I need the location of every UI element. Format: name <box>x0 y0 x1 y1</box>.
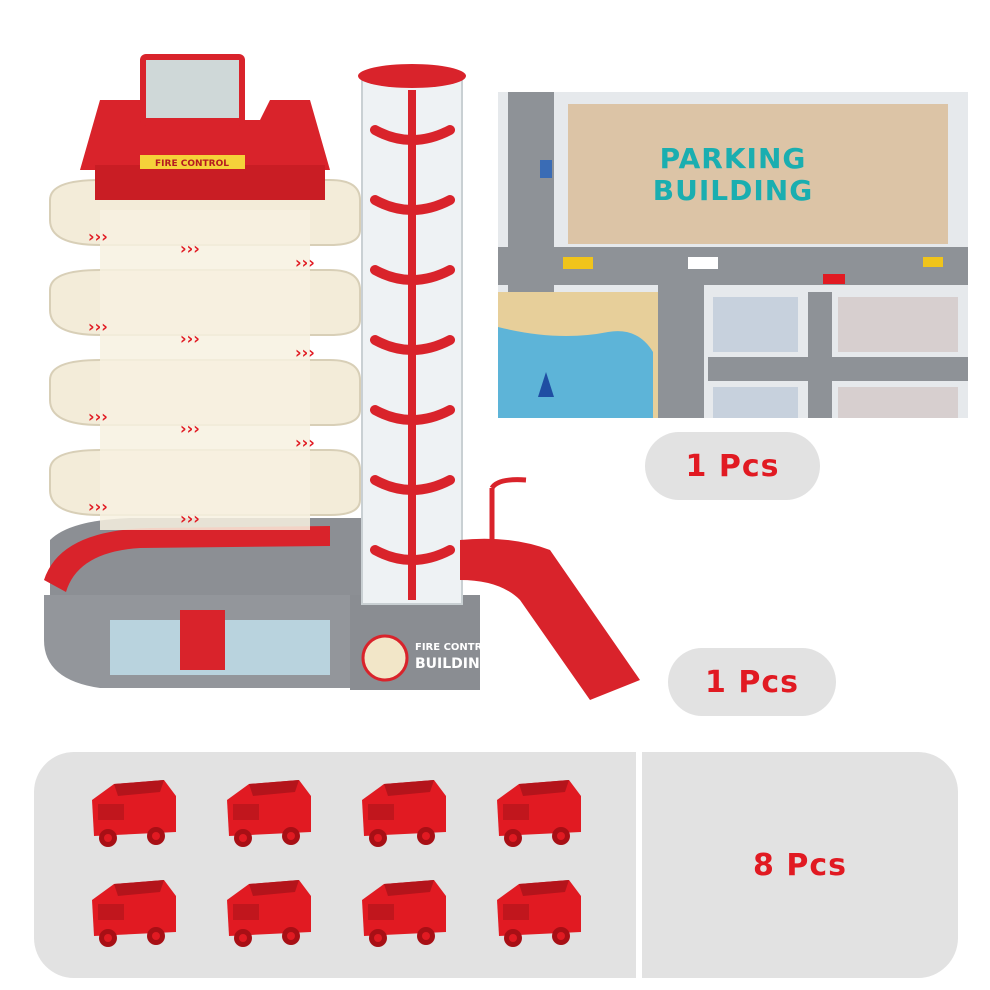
map-count-pill: 1 Pcs <box>645 432 820 500</box>
svg-text:›››: ››› <box>295 343 315 362</box>
base-sign-line1: FIRE CONTROL <box>415 642 498 653</box>
fire-control-tower-toy: ››› ››› ››› ››› ››› ››› ››› ››› ››› ››› ››› FIR… <box>30 40 650 710</box>
map-count: 1 Pcs <box>685 448 780 484</box>
map-title-line1: PARKING <box>659 142 807 175</box>
fire-truck-8-icon <box>497 880 581 947</box>
fire-truck-6-icon <box>227 880 311 947</box>
svg-text:›››: ››› <box>88 407 108 426</box>
cars-count: 8 Pcs <box>753 847 847 883</box>
svg-text:›››: ››› <box>88 317 108 336</box>
panel-divider <box>636 752 642 978</box>
parking-play-mat: PARKING BUILDING <box>498 92 968 418</box>
tower-illustration: ››› ››› ››› ››› ››› ››› ››› ››› ››› ››› ››› FIR… <box>44 54 640 700</box>
svg-text:›››: ››› <box>295 433 315 452</box>
svg-text:›››: ››› <box>88 227 108 246</box>
cars-count-area: 8 Pcs <box>642 752 958 978</box>
svg-text:›››: ››› <box>180 509 200 528</box>
map-illustration <box>498 92 968 418</box>
svg-text:›››: ››› <box>180 329 200 348</box>
base-sign-line2: BUILDING <box>415 656 491 672</box>
fire-truck-1-icon <box>92 780 176 847</box>
svg-text:›››: ››› <box>295 253 315 272</box>
map-title-line2: BUILDING <box>652 174 814 207</box>
svg-text:›››: ››› <box>180 239 200 258</box>
fire-truck-7-icon <box>362 880 446 947</box>
top-sign-label: FIRE CONTROL <box>155 159 229 169</box>
fire-trucks-grid <box>84 770 604 970</box>
tower-count-pill: 1 Pcs <box>668 648 836 716</box>
fire-truck-4-icon <box>497 780 581 847</box>
cars-panel: 8 Pcs <box>34 752 958 978</box>
svg-text:›››: ››› <box>88 497 108 516</box>
fire-truck-2-icon <box>227 780 311 847</box>
fire-truck-3-icon <box>362 780 446 847</box>
fire-truck-5-icon <box>92 880 176 947</box>
tower-count: 1 Pcs <box>705 664 799 700</box>
svg-text:›››: ››› <box>180 419 200 438</box>
